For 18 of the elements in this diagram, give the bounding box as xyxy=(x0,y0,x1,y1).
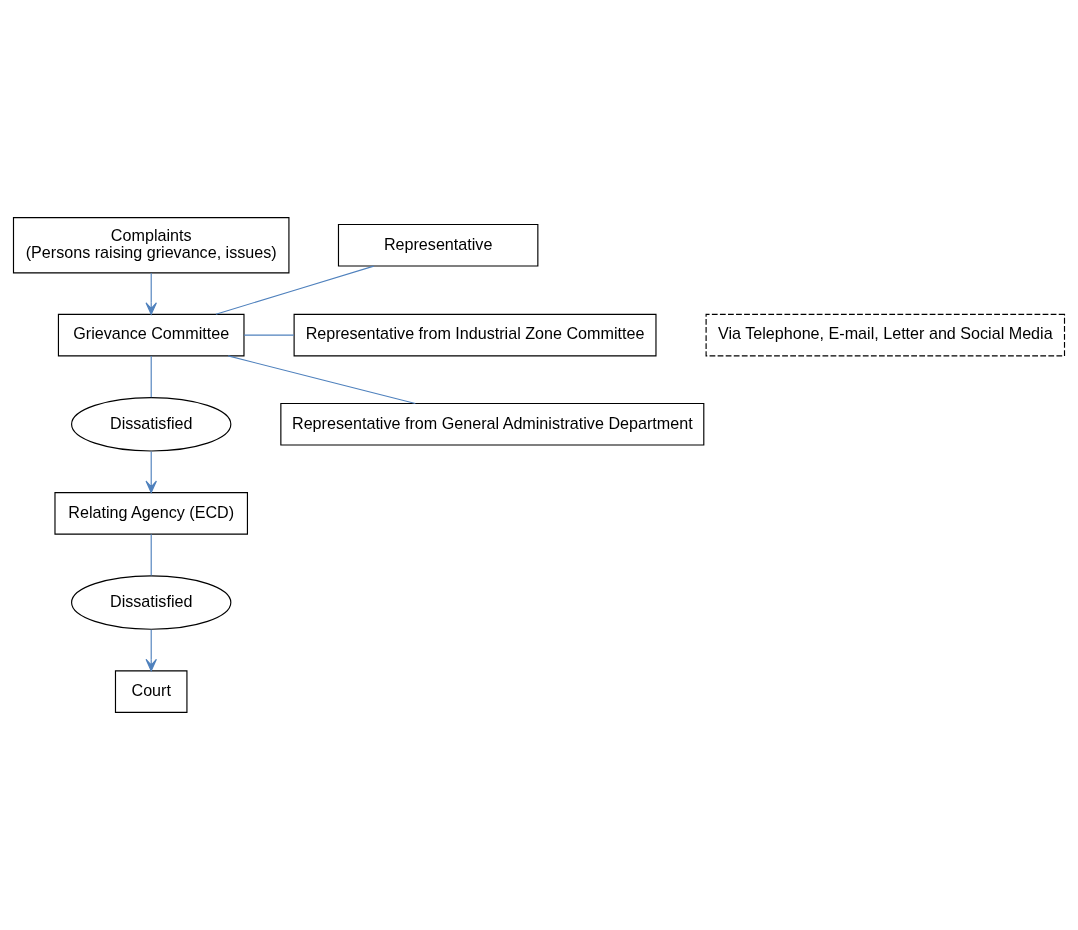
node-box: Relating Agency (ECD) xyxy=(54,492,248,535)
connector xyxy=(150,533,152,577)
node-ellipse: Dissatisfied xyxy=(71,397,232,452)
arrow xyxy=(145,450,157,494)
node-ellipse: Dissatisfied xyxy=(71,575,232,630)
arrow xyxy=(145,272,157,315)
connector xyxy=(227,355,416,405)
connector xyxy=(243,334,295,336)
connector xyxy=(150,355,152,398)
node-box: Representative xyxy=(337,223,539,267)
node-box: Complaints (Persons raising grievance, issues) xyxy=(12,217,290,274)
arrow xyxy=(145,629,157,672)
node-box: Court xyxy=(114,670,188,713)
connector xyxy=(215,265,375,315)
node-box: Via Telephone, E-mail, Letter and Social Media xyxy=(705,313,1066,357)
node-box: Representative from General Administrative Department xyxy=(280,402,705,446)
node-box: Grievance Committee xyxy=(57,313,245,357)
node-box: Representative from Industrial Zone Committee xyxy=(293,313,657,357)
